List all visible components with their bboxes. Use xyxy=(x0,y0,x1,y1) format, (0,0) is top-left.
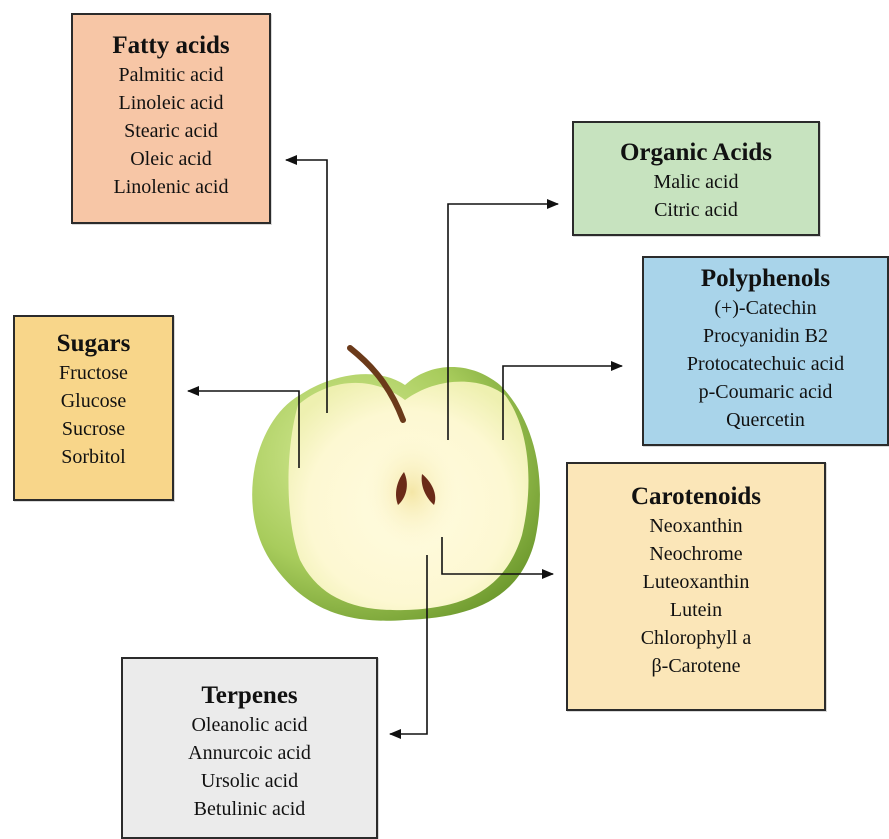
carotenoids-item: Chlorophyll a xyxy=(568,624,824,652)
fatty-acids-box: Fatty acids Palmitic acid Linoleic acid … xyxy=(71,13,271,224)
apple-core xyxy=(364,434,460,550)
terpenes-item: Oleanolic acid xyxy=(123,711,376,739)
fatty-acids-item: Palmitic acid xyxy=(73,61,269,89)
polyphenols-item: (+)-Catechin xyxy=(644,294,887,322)
fatty-acids-item: Stearic acid xyxy=(73,117,269,145)
terpenes-item: Annurcoic acid xyxy=(123,739,376,767)
polyphenols-item: Procyanidin B2 xyxy=(644,322,887,350)
carotenoids-item: Luteoxanthin xyxy=(568,568,824,596)
terpenes-box: Terpenes Oleanolic acid Annurcoic acid U… xyxy=(121,657,378,839)
polyphenols-title: Polyphenols xyxy=(644,264,887,294)
fatty-acids-item: Oleic acid xyxy=(73,145,269,173)
carotenoids-item: Neochrome xyxy=(568,540,824,568)
sugars-item: Fructose xyxy=(15,359,172,387)
carotenoids-title: Carotenoids xyxy=(568,482,824,512)
terpenes-item: Betulinic acid xyxy=(123,795,376,823)
sugars-item: Sorbitol xyxy=(15,443,172,471)
sugars-box: Sugars Fructose Glucose Sucrose Sorbitol xyxy=(13,315,174,501)
polyphenols-box: Polyphenols (+)-Catechin Procyanidin B2 … xyxy=(642,256,889,446)
polyphenols-item: Protocatechuic acid xyxy=(644,350,887,378)
terpenes-item: Ursolic acid xyxy=(123,767,376,795)
polyphenols-item: p-Coumaric acid xyxy=(644,378,887,406)
fatty-acids-item: Linoleic acid xyxy=(73,89,269,117)
polyphenols-item: Quercetin xyxy=(644,406,887,434)
organic-acids-box: Organic Acids Malic acid Citric acid xyxy=(572,121,820,236)
organic-acids-item: Citric acid xyxy=(574,196,818,224)
carotenoids-item: β-Carotene xyxy=(568,652,824,680)
carotenoids-item: Neoxanthin xyxy=(568,512,824,540)
arrow-to-fatty-acids xyxy=(286,160,327,413)
carotenoids-box: Carotenoids Neoxanthin Neochrome Luteoxa… xyxy=(566,462,826,711)
sugars-title: Sugars xyxy=(15,329,172,359)
organic-acids-item: Malic acid xyxy=(574,168,818,196)
carotenoids-item: Lutein xyxy=(568,596,824,624)
terpenes-title: Terpenes xyxy=(123,681,376,711)
sugars-item: Glucose xyxy=(15,387,172,415)
organic-acids-title: Organic Acids xyxy=(574,138,818,168)
apple-halved-icon xyxy=(252,348,540,621)
fatty-acids-title: Fatty acids xyxy=(73,31,269,61)
fatty-acids-item: Linolenic acid xyxy=(73,173,269,201)
sugars-item: Sucrose xyxy=(15,415,172,443)
